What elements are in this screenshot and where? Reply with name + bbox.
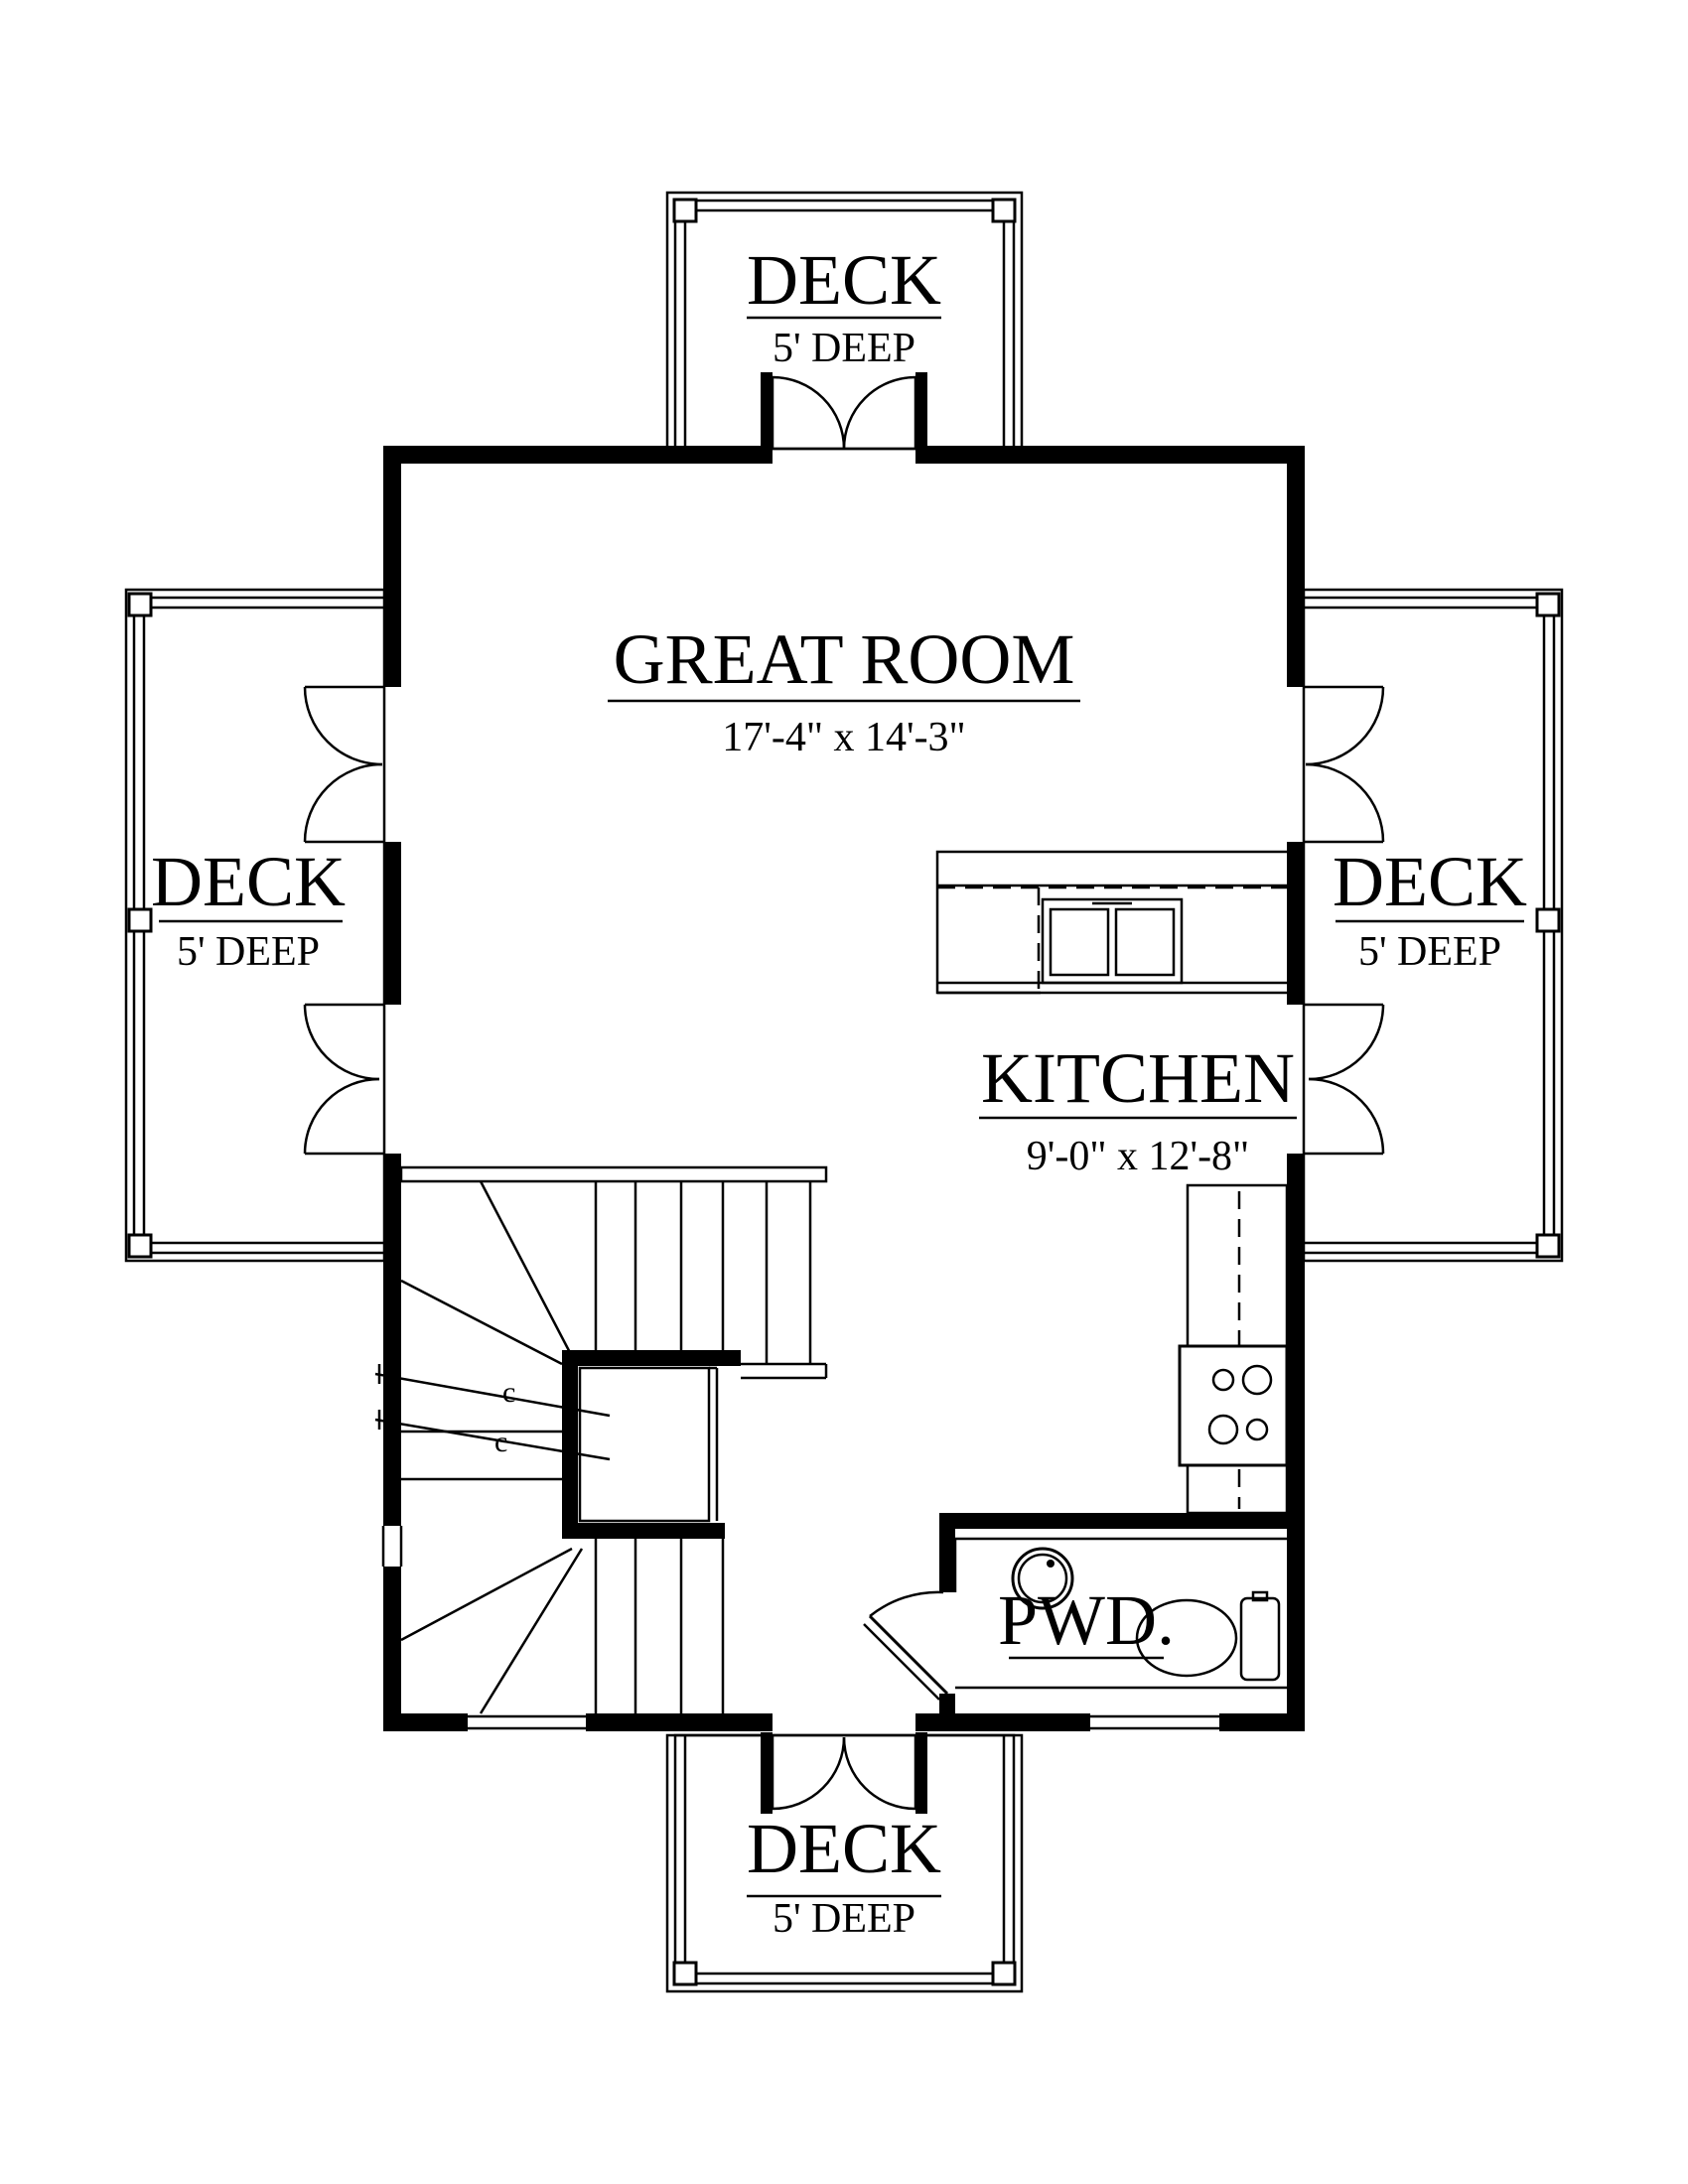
stair-upper-flight <box>399 1165 828 1380</box>
deck-left-name: DECK <box>151 842 346 921</box>
lavatory-sink <box>1011 1547 1074 1610</box>
kitchen-name: KITCHEN <box>981 1038 1295 1118</box>
label-great-room: GREAT ROOM 17'-4" x 14'-3" <box>608 619 1080 760</box>
label-deck-top: DECK 5' DEEP <box>747 240 941 371</box>
cooktop <box>1178 1344 1289 1467</box>
label-deck-left: DECK 5' DEEP <box>151 842 346 975</box>
label-kitchen: KITCHEN 9'-0" x 12'-8" <box>979 1038 1297 1179</box>
kitchen-island <box>935 850 1287 995</box>
deck-right <box>1302 588 1564 1263</box>
deck-left <box>124 588 386 1263</box>
great-room-dim: 17'-4" x 14'-3" <box>722 715 965 760</box>
deck-left-dim: 5' DEEP <box>177 929 320 975</box>
kitchen-sink <box>1041 897 1184 985</box>
deck-right-name: DECK <box>1333 842 1527 921</box>
label-deck-bottom: DECK 5' DEEP <box>747 1809 941 1942</box>
deck-top-name: DECK <box>747 240 941 320</box>
deck-bottom-name: DECK <box>747 1809 941 1888</box>
kitchen-dim: 9'-0" x 12'-8" <box>1027 1134 1249 1179</box>
exterior-walls <box>381 446 1305 1731</box>
svg-text:c: c <box>502 1376 515 1409</box>
deck-bottom-dim: 5' DEEP <box>773 1896 915 1942</box>
deck-top-dim: 5' DEEP <box>773 326 915 371</box>
deck-right-dim: 5' DEEP <box>1358 929 1501 975</box>
deck-bottom <box>665 1732 1024 1993</box>
label-deck-right: DECK 5' DEEP <box>1333 842 1527 975</box>
powder-room-walls <box>863 1513 1305 1725</box>
great-room-name: GREAT ROOM <box>614 619 1075 699</box>
label-powder: PWD. <box>998 1580 1175 1660</box>
powder-name: PWD. <box>998 1580 1175 1660</box>
svg-text:c: c <box>494 1426 507 1458</box>
stair-lower-flight <box>594 1539 725 1713</box>
toilet <box>1135 1590 1281 1682</box>
deck-top <box>665 191 1024 452</box>
stair-core <box>562 1350 741 1539</box>
